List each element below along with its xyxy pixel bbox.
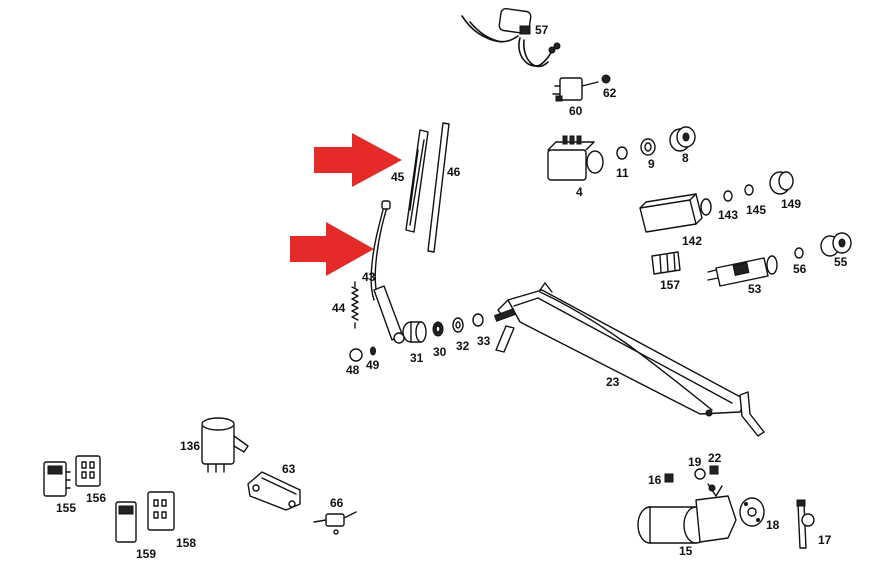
- part-43-wiper-arm: [370, 200, 405, 344]
- part-4-switch-unit: [547, 135, 604, 181]
- label-32: 32: [456, 339, 470, 353]
- part-18-gasket: [739, 497, 765, 527]
- part-155-connector: [43, 461, 71, 497]
- label-136: 136: [180, 439, 200, 453]
- part-136-relay-can: [201, 417, 249, 473]
- part-156-connector: [75, 455, 101, 487]
- part-49-washer: [370, 346, 376, 356]
- part-16-nut: [664, 473, 674, 483]
- part-46-blade-insert: [427, 122, 450, 253]
- label-157: 157: [660, 278, 680, 292]
- arrow-to-wiper-blade: [314, 133, 402, 187]
- label-63: 63: [282, 462, 296, 476]
- label-22: 22: [708, 451, 722, 465]
- label-8: 8: [682, 151, 689, 165]
- label-56: 56: [793, 262, 807, 276]
- part-62-nut: [601, 74, 611, 84]
- part-22-nut: [709, 465, 719, 475]
- part-9-ring: [640, 138, 656, 156]
- label-66: 66: [330, 496, 344, 510]
- part-30-nut: [432, 321, 444, 337]
- label-155: 155: [56, 501, 76, 515]
- part-32-washer: [452, 317, 464, 333]
- label-46: 46: [447, 165, 461, 179]
- label-19: 19: [688, 455, 702, 469]
- arrow-to-wiper-arm: [290, 222, 374, 276]
- label-149: 149: [781, 197, 801, 211]
- part-159-connector: [115, 501, 137, 543]
- label-23: 23: [606, 375, 620, 389]
- label-57: 57: [535, 23, 549, 37]
- part-33-washer: [472, 313, 484, 327]
- label-142: 142: [682, 234, 702, 248]
- part-158-connector: [147, 491, 175, 531]
- part-63-bracket: [247, 471, 301, 511]
- label-31: 31: [410, 351, 424, 365]
- label-158: 158: [176, 536, 196, 550]
- part-149-knob: [769, 171, 794, 195]
- part-56-washer: [794, 247, 804, 259]
- label-17: 17: [818, 533, 832, 547]
- part-23-wiper-linkage: [493, 282, 765, 437]
- part-17-crank: [796, 499, 815, 549]
- part-142-relay-box: [639, 193, 712, 233]
- label-16: 16: [648, 473, 662, 487]
- label-30: 30: [433, 345, 447, 359]
- label-145: 145: [746, 203, 766, 217]
- label-43: 43: [362, 270, 376, 284]
- part-145-washer: [744, 184, 754, 196]
- part-19-washer: [694, 468, 706, 480]
- label-53: 53: [748, 282, 762, 296]
- label-62: 62: [603, 86, 617, 100]
- label-9: 9: [648, 157, 655, 171]
- part-143-washer: [723, 190, 733, 202]
- label-48: 48: [346, 363, 360, 377]
- label-33: 33: [477, 334, 491, 348]
- part-55-knob: [820, 232, 852, 257]
- label-143: 143: [718, 208, 738, 222]
- label-55: 55: [834, 255, 848, 269]
- part-8-knob: [669, 126, 696, 152]
- label-49: 49: [366, 358, 380, 372]
- part-66-plug: [313, 511, 357, 535]
- label-4: 4: [576, 185, 583, 199]
- label-156: 156: [86, 491, 106, 505]
- part-15-wiper-motor: [637, 483, 737, 544]
- part-45-wiper-blade: [405, 129, 429, 233]
- label-159: 159: [136, 547, 156, 561]
- part-53-switch-housing: [707, 255, 778, 287]
- part-11-washer: [616, 146, 628, 160]
- part-48-cap-nut: [349, 348, 363, 362]
- part-31-bush: [402, 321, 427, 343]
- label-18: 18: [766, 518, 780, 532]
- label-44: 44: [332, 301, 346, 315]
- part-44-spring: [351, 281, 359, 329]
- label-45: 45: [391, 170, 405, 184]
- part-60-relay: [552, 77, 599, 102]
- label-11: 11: [616, 166, 629, 180]
- part-57-switch-with-wires: [461, 7, 561, 68]
- part-157-connector: [651, 251, 681, 275]
- label-60: 60: [569, 104, 583, 118]
- label-15: 15: [679, 544, 693, 558]
